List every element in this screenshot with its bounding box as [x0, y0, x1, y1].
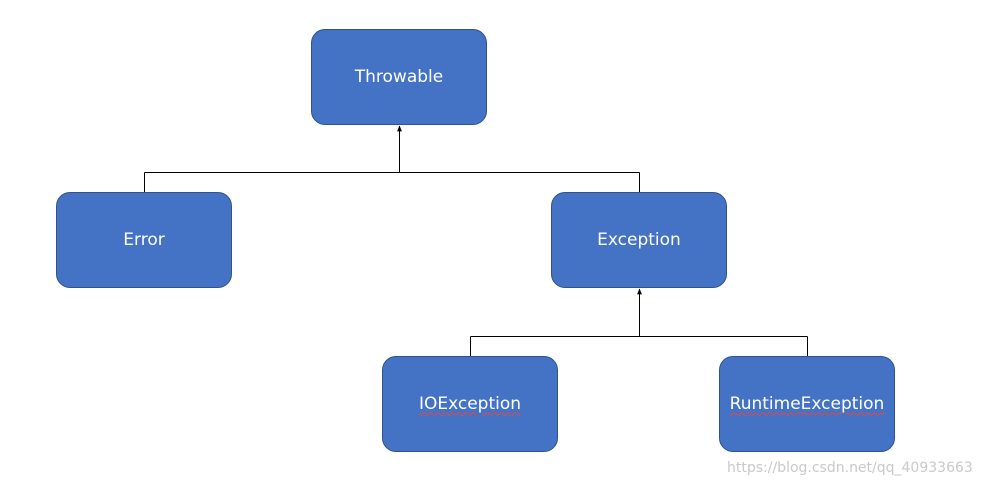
node-label-throwable: Throwable [354, 66, 444, 87]
connector-group [144, 125, 808, 356]
node-label-ioexception: IOException [418, 393, 522, 414]
node-label-runtimeexception: RuntimeException [729, 393, 885, 414]
node-throwable: Throwable [311, 29, 487, 125]
node-ioexception: IOException [382, 356, 558, 452]
node-exception: Exception [551, 192, 727, 288]
node-label-exception: Exception [597, 229, 681, 250]
watermark-url: https://blog.csdn.net/qq_40933663 [727, 460, 973, 476]
node-error: Error [56, 192, 232, 288]
node-label-error: Error [123, 229, 165, 250]
node-runtimeexception: RuntimeException [719, 356, 895, 452]
